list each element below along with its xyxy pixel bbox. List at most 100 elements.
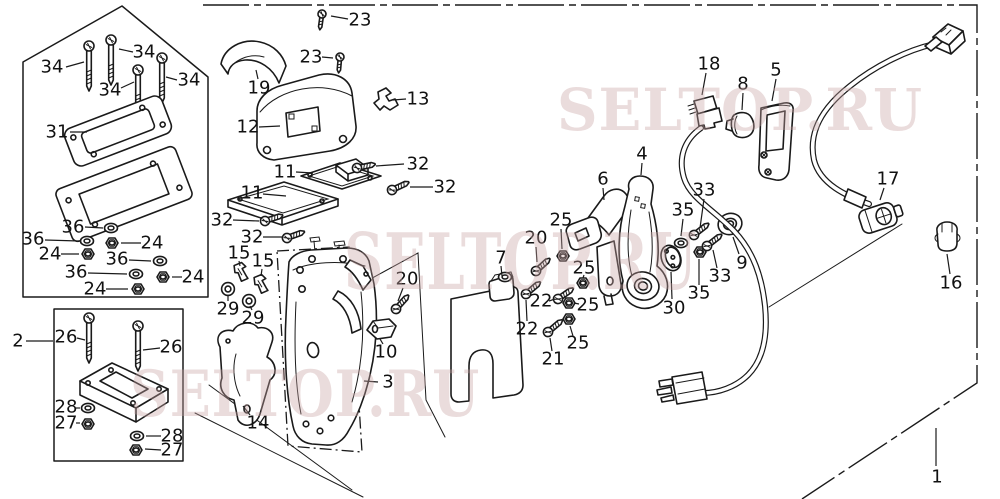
leader-line-34 bbox=[118, 48, 134, 53]
gasket-plate bbox=[55, 145, 193, 243]
mount-plate bbox=[450, 285, 524, 403]
part-label-36: 36 bbox=[106, 249, 129, 270]
projection-lines-bottom-left bbox=[194, 384, 364, 498]
side-cover-14 bbox=[217, 322, 276, 427]
leader-line-20 bbox=[535, 246, 538, 263]
fastener-group-box bbox=[22, 5, 209, 298]
part-label-15: 15 bbox=[252, 251, 275, 272]
harness-cable bbox=[678, 125, 769, 396]
part-label-1: 1 bbox=[931, 467, 942, 488]
part-label-27: 27 bbox=[55, 413, 78, 434]
grommet-29-a bbox=[220, 281, 236, 297]
leader-line-33 bbox=[712, 249, 718, 269]
leader-line-23 bbox=[321, 56, 334, 59]
part-label-21: 21 bbox=[542, 349, 565, 370]
part-2-box bbox=[53, 308, 184, 462]
part-label-36: 36 bbox=[22, 229, 45, 250]
connector-18 bbox=[687, 95, 723, 130]
part-label-5: 5 bbox=[770, 60, 781, 81]
leader-line-11 bbox=[295, 171, 314, 174]
part-label-14: 14 bbox=[247, 413, 270, 434]
part-label-25: 25 bbox=[550, 210, 573, 231]
part-label-20: 20 bbox=[396, 269, 419, 290]
watermark-text: SELTOP.RU bbox=[130, 357, 480, 432]
leader-line-26 bbox=[142, 347, 161, 351]
leader-line-35 bbox=[680, 218, 684, 237]
leader-line-6 bbox=[602, 187, 605, 201]
clamp-13 bbox=[373, 87, 399, 111]
part-label-31: 31 bbox=[46, 122, 69, 143]
part-label-25: 25 bbox=[577, 295, 600, 316]
part-label-28: 28 bbox=[55, 397, 78, 418]
part-label-34: 34 bbox=[41, 57, 64, 78]
part-label-23: 23 bbox=[300, 47, 323, 68]
part-label-24: 24 bbox=[39, 244, 62, 265]
clip-15-b bbox=[252, 272, 270, 296]
leader-line-11 bbox=[262, 193, 287, 197]
cable-17-assembly bbox=[809, 23, 966, 209]
button-8 bbox=[725, 111, 755, 139]
part-label-25: 25 bbox=[573, 258, 596, 279]
leader-line-34 bbox=[65, 61, 85, 68]
screw-23-b bbox=[333, 51, 346, 75]
part-label-26: 26 bbox=[55, 327, 78, 348]
control-lever-4 bbox=[618, 175, 669, 310]
part-label-27: 27 bbox=[161, 440, 184, 461]
leader-line-34 bbox=[165, 76, 178, 81]
plate-31 bbox=[63, 95, 173, 167]
part-label-35: 35 bbox=[672, 200, 695, 221]
knob-7 bbox=[488, 271, 515, 302]
part-label-2: 2 bbox=[12, 331, 23, 352]
cover-strip-19 bbox=[220, 40, 287, 84]
leader-line-14 bbox=[242, 405, 251, 416]
bracket-11-lower bbox=[227, 181, 339, 226]
leader-line-34 bbox=[120, 81, 135, 89]
part-label-26: 26 bbox=[160, 337, 183, 358]
leader-line-36 bbox=[87, 272, 128, 275]
leader-line-30 bbox=[670, 271, 673, 300]
harness-end-connector bbox=[656, 371, 708, 405]
part-label-29: 29 bbox=[242, 308, 265, 329]
part-label-28: 28 bbox=[161, 426, 184, 447]
part-label-36: 36 bbox=[65, 262, 88, 283]
part-label-29: 29 bbox=[217, 299, 240, 320]
leader-line-32 bbox=[375, 163, 405, 167]
part-label-22: 22 bbox=[516, 319, 539, 340]
part-label-11: 11 bbox=[274, 162, 297, 183]
grommet-16 bbox=[934, 221, 961, 252]
main-housing-3 bbox=[284, 236, 378, 446]
leader-line-36 bbox=[128, 259, 152, 262]
projection-line-connector-17 bbox=[768, 223, 903, 308]
leader-line-9 bbox=[732, 236, 740, 255]
part-label-16: 16 bbox=[940, 273, 963, 294]
part-label-9: 9 bbox=[736, 253, 747, 274]
leader-line-36 bbox=[84, 226, 104, 229]
part-label-15: 15 bbox=[228, 243, 251, 264]
leader-line-33 bbox=[699, 198, 705, 229]
part-label-32: 32 bbox=[434, 177, 457, 198]
leader-line-22 bbox=[525, 299, 528, 322]
leader-line-4 bbox=[640, 162, 643, 176]
part-label-11: 11 bbox=[241, 183, 264, 204]
part-label-4: 4 bbox=[636, 144, 647, 165]
watermark-text: SELTOP.RU bbox=[344, 217, 697, 308]
part-label-24: 24 bbox=[141, 233, 164, 254]
screw-33-b bbox=[699, 230, 726, 254]
leader-line-16 bbox=[946, 253, 951, 275]
part-label-32: 32 bbox=[241, 227, 264, 248]
part-3-boundary-box bbox=[276, 246, 363, 453]
grommet-29-b bbox=[241, 293, 257, 309]
cap-30 bbox=[660, 244, 682, 272]
leader-line-25 bbox=[560, 228, 563, 250]
leader-line-17 bbox=[879, 187, 885, 201]
leader-line-32 bbox=[232, 219, 260, 222]
housing-cover-12 bbox=[256, 73, 357, 161]
spacer-block bbox=[79, 362, 169, 423]
leader-line-25 bbox=[569, 325, 574, 337]
part-label-8: 8 bbox=[737, 74, 748, 95]
leader-line-15 bbox=[238, 260, 241, 267]
leader-line-36 bbox=[44, 239, 80, 242]
part-label-34: 34 bbox=[99, 80, 122, 101]
